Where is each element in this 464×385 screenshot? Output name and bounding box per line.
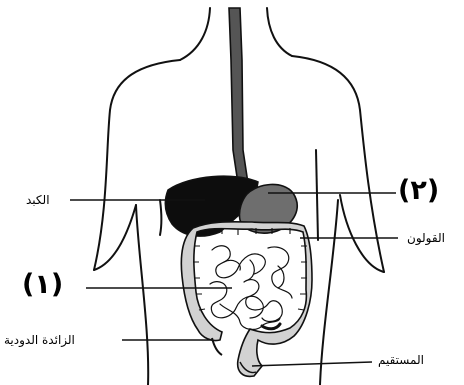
left-chest-inner (160, 200, 162, 235)
right-arm-inner (340, 195, 384, 272)
small-intestine-loop-2 (268, 247, 292, 298)
neck-left-line (180, 8, 210, 60)
small-intestine-loop-4 (244, 280, 282, 322)
appendix-label: الزائدة الدودية (4, 333, 75, 347)
small-intestine-loop-1 (212, 246, 265, 278)
right-body-side (320, 200, 338, 385)
rectum-leader-line (252, 362, 372, 366)
liver-label: الكبد (26, 193, 50, 207)
neck-right-line (267, 8, 292, 56)
rectum-label: المستقيم (378, 353, 424, 367)
colon-label: القولون (407, 231, 445, 245)
marker-1-label: (١) (22, 270, 63, 300)
esophagus-icon (229, 8, 255, 200)
right-torso-inner (316, 150, 318, 240)
small-intestine-loop-6 (220, 304, 280, 329)
colon-haustra (193, 228, 307, 310)
left-body-side (136, 205, 148, 385)
small-intestine-loop-3 (210, 282, 263, 318)
left-shoulder-arm (94, 60, 180, 270)
marker-2-label: (٢) (398, 176, 439, 206)
